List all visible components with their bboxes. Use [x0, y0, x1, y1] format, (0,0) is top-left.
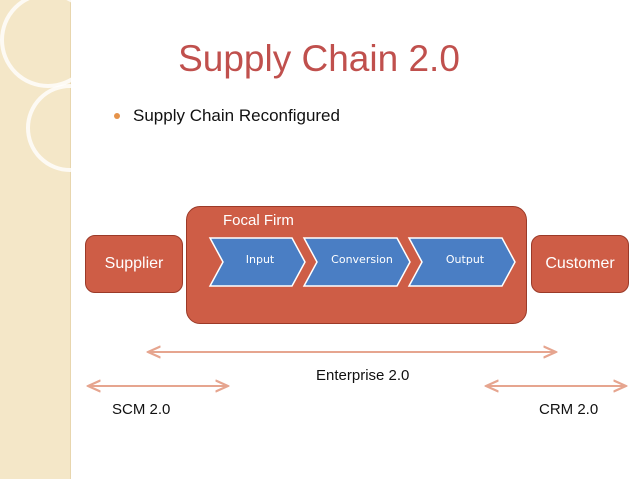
customer-label: Customer	[545, 255, 615, 272]
enterprise-label: Enterprise 2.0	[316, 367, 410, 384]
decorative-circles	[0, 0, 100, 172]
decorative-side-band	[0, 0, 71, 479]
customer-box: Customer	[531, 235, 629, 293]
bullet-text: Supply Chain Reconfigured	[133, 106, 340, 125]
focal-firm-label: Focal Firm	[223, 212, 294, 229]
supplier-label: Supplier	[104, 255, 164, 272]
step-conversion-label: Conversion	[331, 253, 393, 266]
step-output-label: Output	[445, 253, 485, 266]
supplier-box: Supplier	[85, 235, 183, 293]
slide-title: Supply Chain 2.0	[178, 38, 460, 79]
chevron-output	[407, 237, 516, 287]
step-input-label: Input	[245, 253, 275, 266]
chevron-conversion	[302, 237, 411, 287]
crm-label: CRM 2.0	[539, 401, 599, 418]
bullet-icon	[114, 113, 120, 119]
chevron-input	[208, 237, 306, 287]
scm-label: SCM 2.0	[112, 401, 171, 418]
